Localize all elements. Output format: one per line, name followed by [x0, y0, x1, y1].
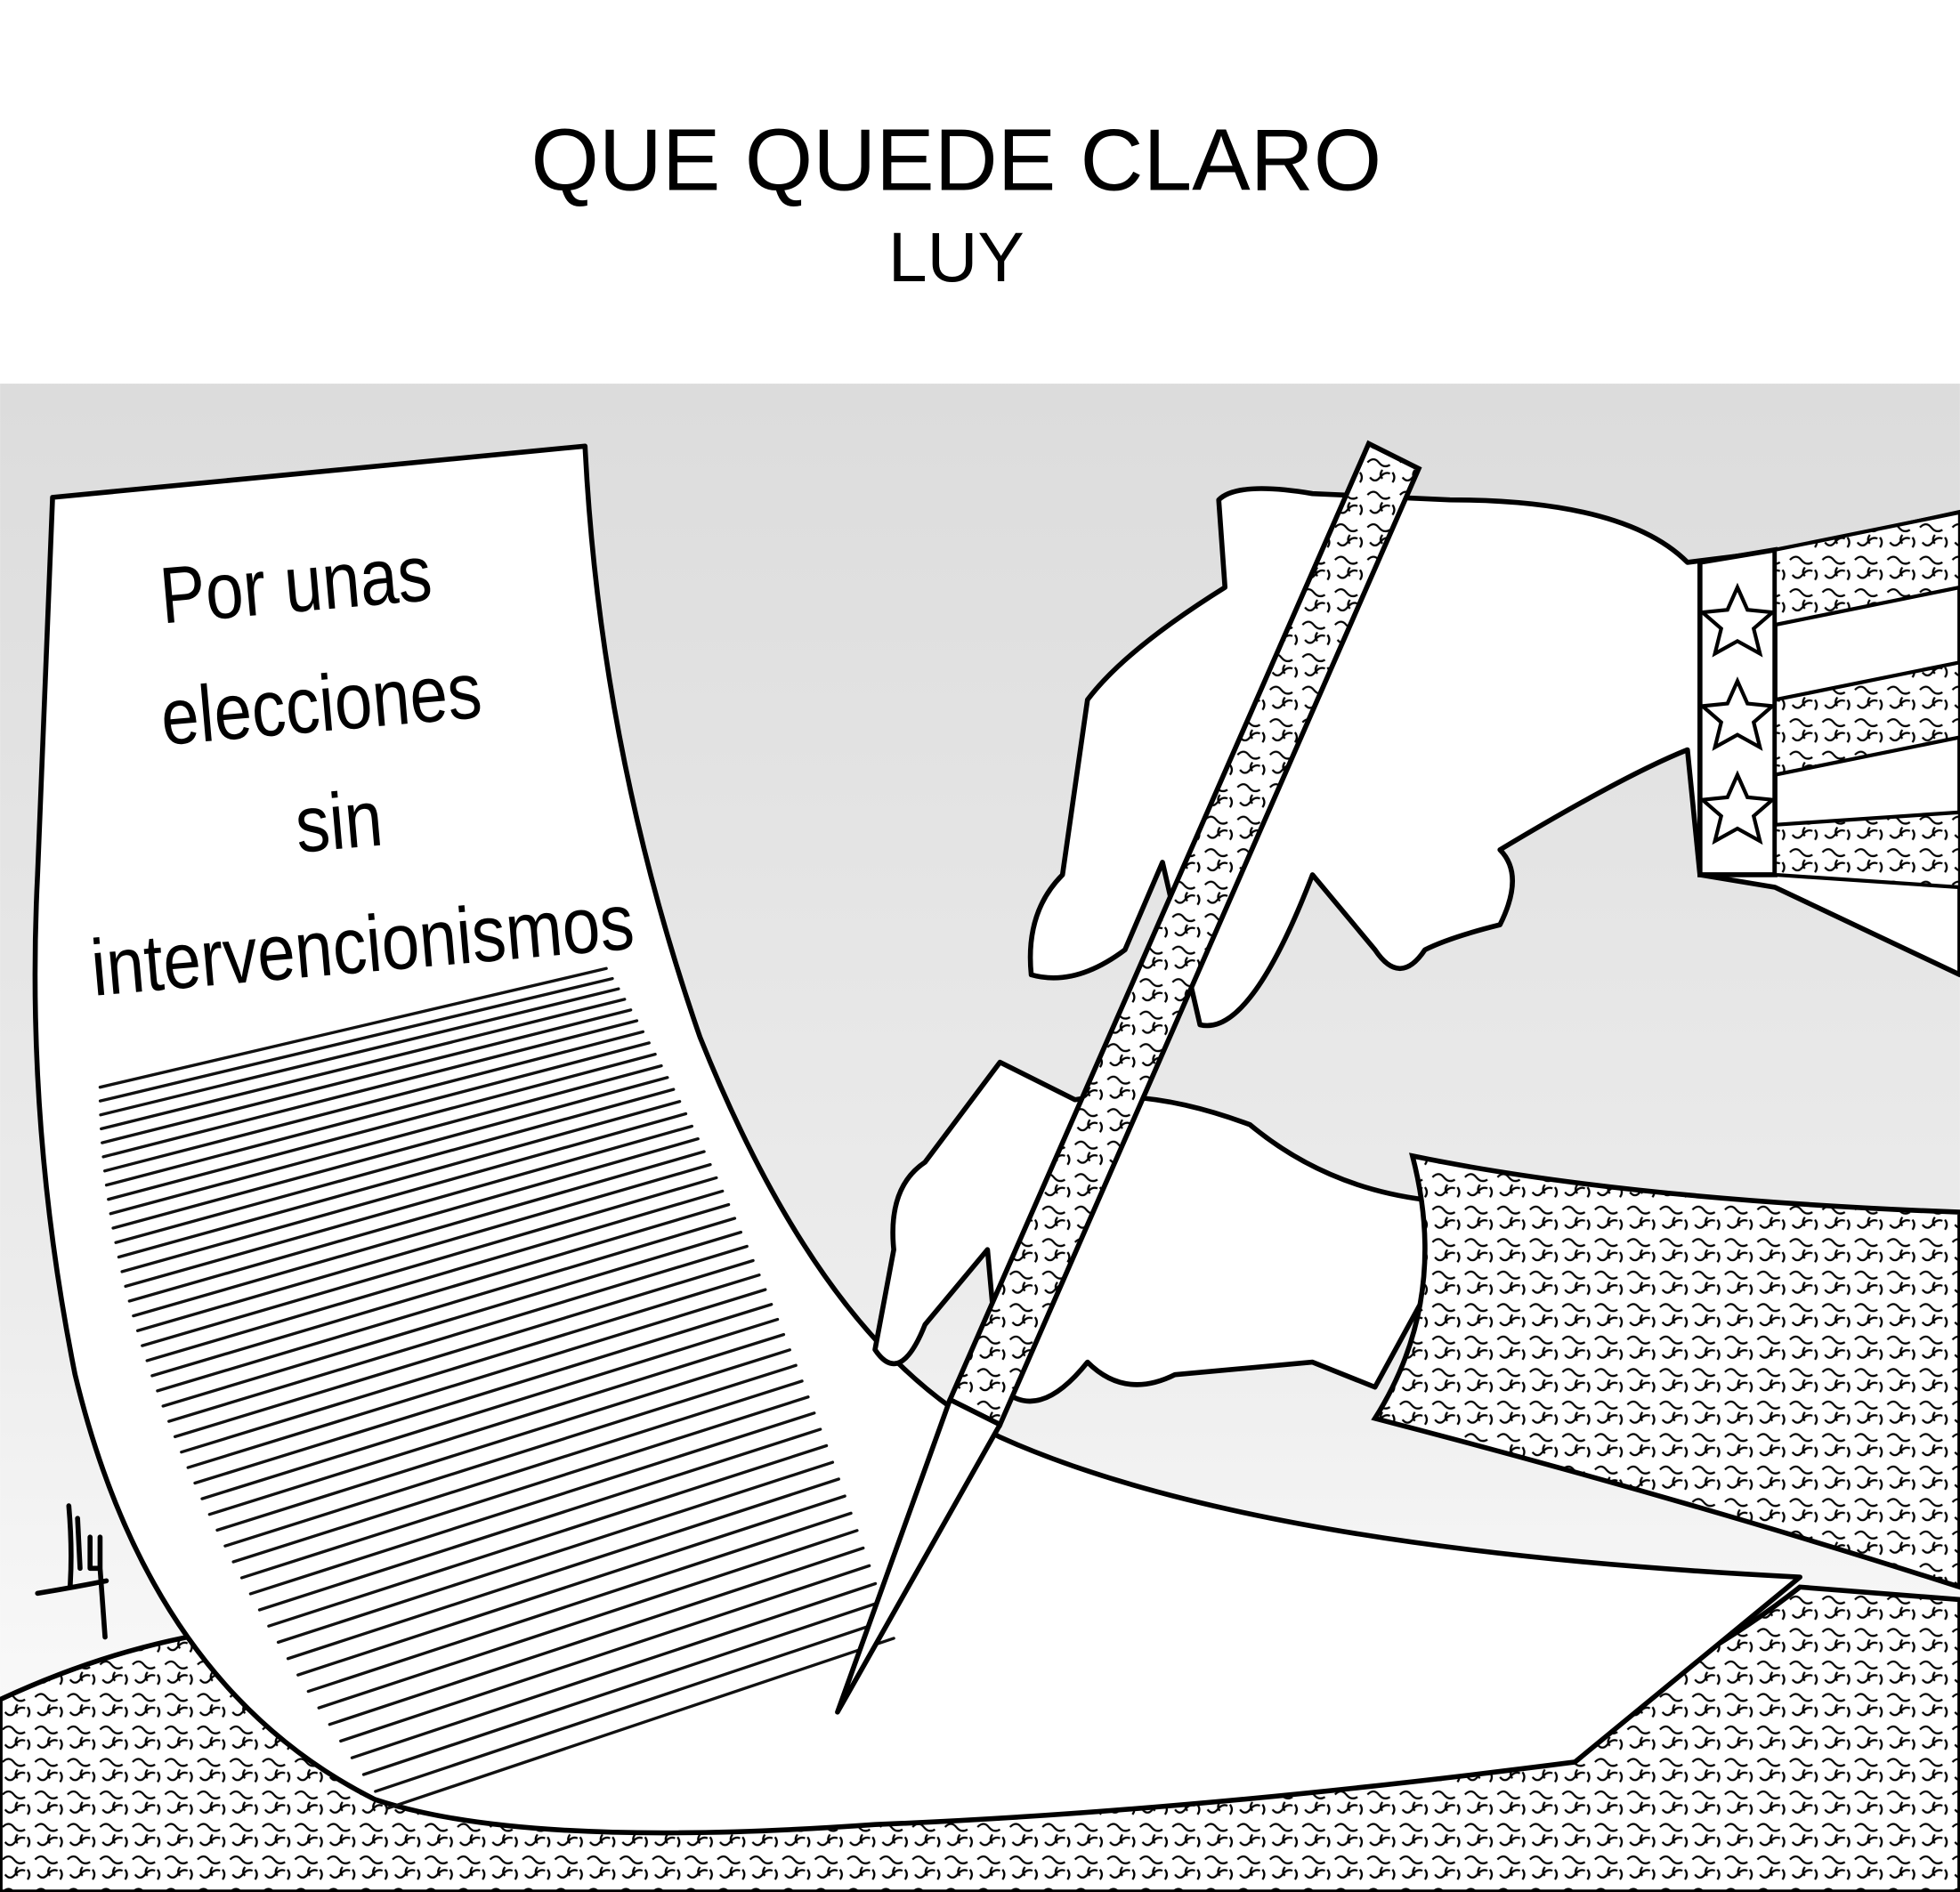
text-hatch-line [135, 1162, 712, 1332]
text-hatch-line [161, 1230, 742, 1408]
text-hatch-line [114, 1087, 676, 1244]
text-hatch-line [350, 1581, 878, 1759]
text-hatch-line [117, 1100, 682, 1259]
text-hatch-line [248, 1411, 816, 1596]
text-hatch-line [145, 1189, 725, 1362]
text-hatch-line [317, 1529, 859, 1710]
text-hatch-line [193, 1303, 773, 1485]
text-hatch-line [101, 1019, 639, 1159]
patterned-sleeve [1371, 1152, 1960, 1590]
upper-hand [1027, 486, 1960, 1029]
text-hatch-line [306, 1511, 853, 1694]
pencil [835, 440, 1422, 1715]
text-hatch-line [215, 1348, 791, 1532]
text-hatch-line [156, 1217, 737, 1393]
text-hatch-line [98, 976, 614, 1103]
star-icons [1697, 582, 1778, 845]
text-hatch-line [124, 1124, 694, 1289]
cartoon-title: QUE QUEDE CLARO [530, 110, 1381, 208]
text-hatch-line [98, 966, 608, 1089]
text-hatch-line [111, 1076, 669, 1230]
text-hatch-line [267, 1443, 829, 1628]
text-hatch-line [104, 1041, 651, 1187]
text-hatch-line [180, 1273, 761, 1454]
cartoon-author: LUY [888, 218, 1025, 296]
text-hatch-line [141, 1176, 718, 1347]
text-hatch-line [150, 1202, 731, 1378]
text-hatch-line [120, 1112, 688, 1273]
text-hatch-line [186, 1288, 767, 1469]
paper-document [32, 443, 1802, 1836]
text-hatch-line [103, 1030, 645, 1173]
text-hatch-line [132, 1150, 706, 1318]
text-hatch-line [276, 1460, 835, 1645]
text-hatch-line [231, 1379, 804, 1564]
text-hatch-line [339, 1564, 871, 1743]
text-hatch-line [101, 1008, 633, 1144]
text-hatch-line [223, 1363, 798, 1548]
text-hatch-line [328, 1546, 865, 1726]
text-hatch-line [361, 1600, 884, 1776]
paper-line-3: sin [292, 773, 386, 869]
text-hatch-line [109, 1063, 663, 1216]
text-hatch-line [385, 1637, 895, 1810]
text-hatch-line [99, 987, 620, 1117]
text-hatch-line [200, 1317, 780, 1500]
text-hatch-line [107, 1052, 657, 1201]
striped-sleeve [1772, 510, 1960, 890]
text-hatch-line [286, 1477, 840, 1661]
paper-text-lines [98, 966, 895, 1810]
text-hatch-line [173, 1258, 755, 1439]
text-hatch-line [207, 1332, 786, 1516]
text-hatch-line [127, 1136, 700, 1303]
artist-signature [35, 1503, 109, 1640]
text-hatch-line [100, 998, 627, 1131]
text-hatch-line [374, 1618, 889, 1793]
text-hatch-line [257, 1427, 822, 1612]
text-hatch-line [296, 1494, 846, 1677]
text-hatch-line [167, 1244, 749, 1423]
text-hatch-line [239, 1395, 810, 1580]
